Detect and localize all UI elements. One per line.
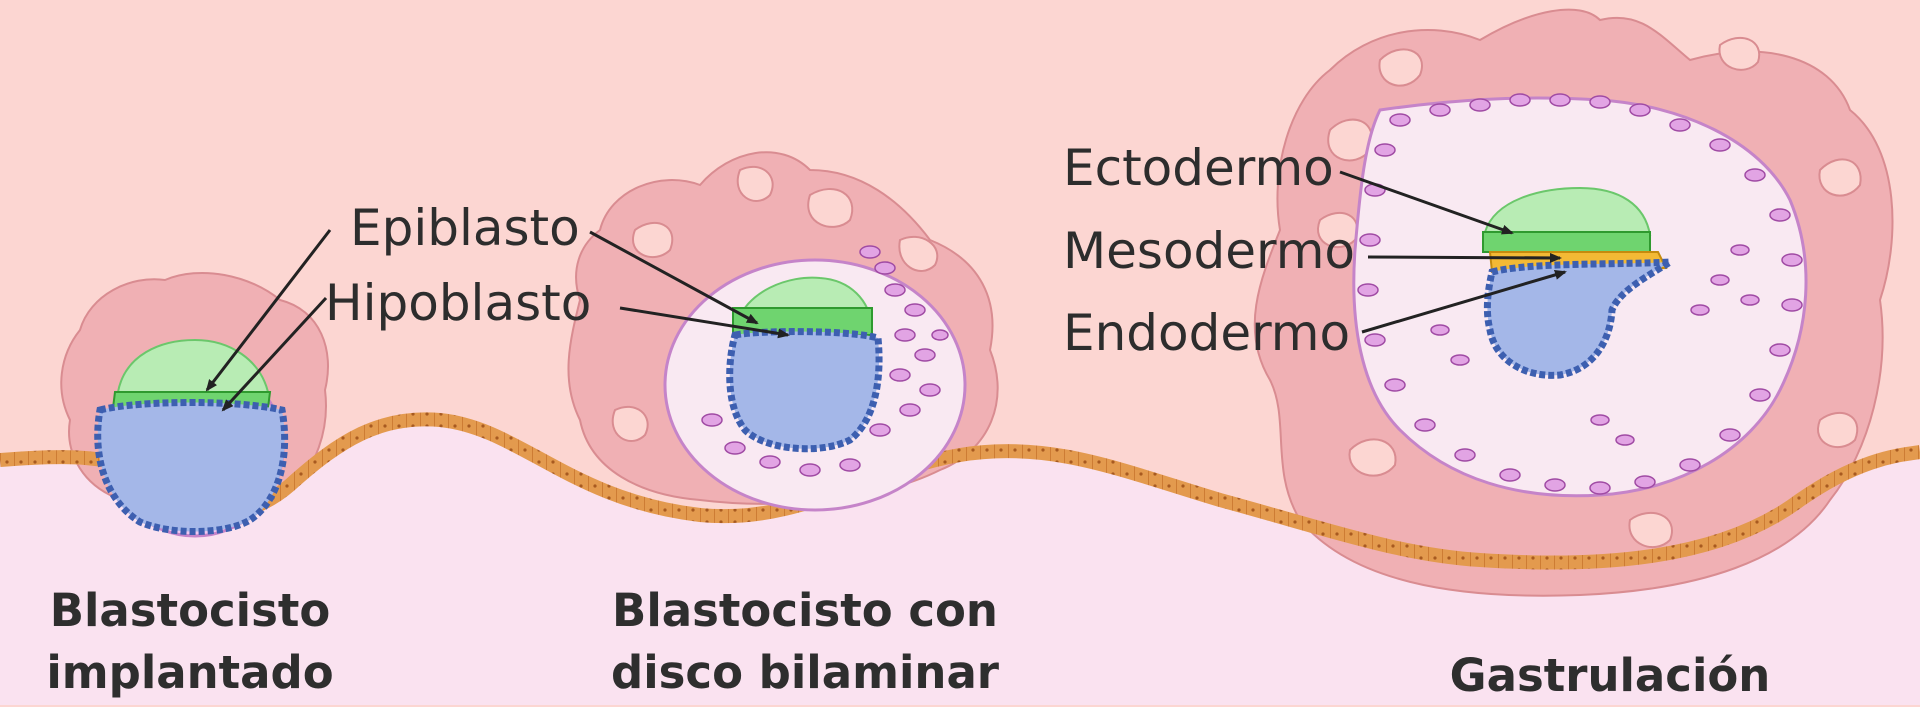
caption-stage2-line2: disco bilaminar xyxy=(580,642,1030,704)
svg-text:Ectodermo: Ectodermo xyxy=(1063,139,1334,197)
caption-stage1: Blastocisto implantado xyxy=(30,580,350,704)
stage2-hypoblast xyxy=(730,332,879,449)
caption-stage1-line1: Blastocisto xyxy=(30,580,350,642)
stage3-embryo xyxy=(1354,94,1806,496)
svg-text:Hipoblasto: Hipoblasto xyxy=(325,274,591,332)
svg-text:Endodermo: Endodermo xyxy=(1063,304,1350,362)
caption-stage1-line2: implantado xyxy=(30,642,350,704)
stage3-ectoderm xyxy=(1483,232,1650,252)
caption-stage2: Blastocisto con disco bilaminar xyxy=(580,580,1030,704)
caption-stage3-line1: Gastrulación xyxy=(1390,645,1830,707)
svg-text:Mesodermo: Mesodermo xyxy=(1063,222,1355,280)
caption-stage3: Gastrulación xyxy=(1390,645,1830,707)
svg-text:Epiblasto: Epiblasto xyxy=(350,199,580,257)
stage1-hypoblast xyxy=(98,403,285,532)
caption-stage2-line1: Blastocisto con xyxy=(580,580,1030,642)
